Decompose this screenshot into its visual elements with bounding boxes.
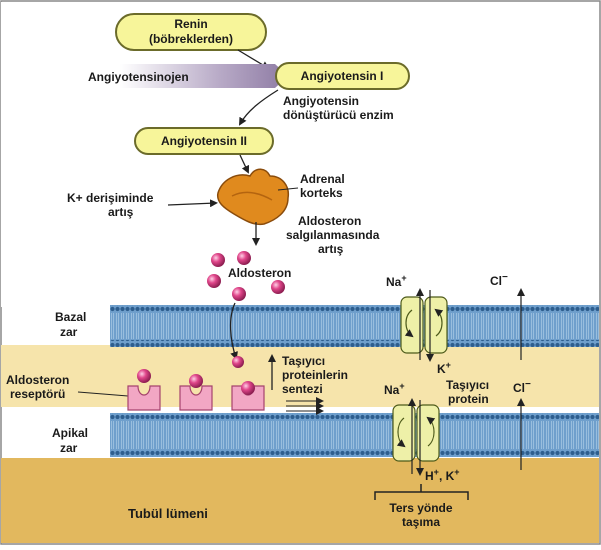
aldosterone-molecules bbox=[207, 251, 285, 301]
potassium-rise-line2: artış bbox=[108, 205, 134, 219]
antiport-label-line2: taşıma bbox=[402, 515, 440, 529]
adrenal-gland bbox=[216, 168, 290, 226]
aldosterone-ball bbox=[237, 251, 251, 265]
na-mid-label: Na+ bbox=[384, 381, 405, 397]
angiotensin1-label: Angiyotensin I bbox=[301, 69, 384, 83]
receptor-pointer bbox=[77, 391, 129, 397]
tubule-lumen-label: Tubül lümeni bbox=[128, 506, 208, 521]
apical-membrane bbox=[110, 413, 599, 457]
potassium-arrow bbox=[167, 199, 218, 208]
cl-top-label: Cl− bbox=[490, 272, 508, 288]
aldo-secretion-line3: artış bbox=[318, 242, 344, 256]
adrenal-pointer bbox=[277, 187, 299, 191]
receptor bbox=[179, 374, 213, 411]
k-plus-label: K+ bbox=[437, 360, 451, 376]
renin-label: Renin bbox=[174, 17, 207, 31]
aldosterone-ball bbox=[232, 356, 244, 368]
apical-channel bbox=[392, 404, 440, 462]
carrier-label-line1: Taşıyıcı bbox=[446, 378, 489, 392]
aldosterone-label: Aldosteron bbox=[228, 266, 291, 280]
interstitial-region bbox=[1, 2, 599, 307]
receptor-label-line1: Aldosteron bbox=[6, 373, 69, 387]
ace-label-line1: Angiyotensin bbox=[283, 94, 359, 108]
adrenal-label-line2: korteks bbox=[300, 186, 343, 200]
aldo-secretion-line2: salgılanmasında bbox=[286, 228, 380, 242]
aldosterone-receptors bbox=[127, 369, 265, 411]
conversion-arrow bbox=[120, 64, 288, 88]
synthesis-label-line1: Taşıyıcı bbox=[282, 354, 325, 368]
angiotensin2-label: Angiyotensin II bbox=[161, 134, 247, 148]
cytoplasm-region bbox=[1, 345, 599, 407]
synthesis-label-line3: sentezi bbox=[282, 382, 323, 396]
aldosterone-ball bbox=[271, 280, 285, 294]
angiotensin2-box: Angiyotensin II bbox=[134, 127, 274, 155]
synthesis-label-line2: proteinlerin bbox=[282, 368, 348, 382]
aldo-secretion-line1: Aldosteron bbox=[298, 214, 361, 228]
ace-arrow bbox=[239, 89, 279, 126]
hk-label: H+, K+ bbox=[425, 467, 460, 483]
aldosterone-ball bbox=[232, 287, 246, 301]
adrenal-label-line1: Adrenal bbox=[300, 172, 345, 186]
apical-label-line2: zar bbox=[60, 441, 78, 455]
receptor-label-line2: reseptörü bbox=[10, 387, 65, 401]
angiotensin1-box: Angiyotensin I bbox=[275, 62, 410, 90]
aldosterone-ball bbox=[211, 253, 225, 267]
potassium-rise-line1: K+ derişiminde bbox=[67, 191, 154, 205]
apical-label-line1: Apikal bbox=[52, 426, 88, 440]
renin-source-label: (böbreklerden) bbox=[149, 32, 233, 46]
basal-label-line2: zar bbox=[60, 325, 78, 339]
entry-arrow bbox=[229, 302, 238, 360]
ace-label-line2: dönüştürücü enzim bbox=[283, 108, 394, 122]
renin-box: Renin (böbreklerden) bbox=[115, 13, 267, 51]
synthesis-right-arrows bbox=[286, 397, 324, 415]
basal-membrane bbox=[110, 305, 599, 347]
angiotensinogen-label: Angiyotensinojen bbox=[88, 70, 189, 84]
receptor bbox=[231, 381, 265, 411]
na-top-label: Na+ bbox=[386, 273, 407, 289]
antiport-label-line1: Ters yönde bbox=[389, 501, 452, 515]
lumen-region bbox=[1, 458, 599, 543]
angiotensin2-arrow bbox=[239, 154, 250, 174]
receptor bbox=[127, 369, 161, 411]
aldosterone-ball bbox=[207, 274, 221, 288]
basal-label-line1: Bazal bbox=[55, 310, 86, 324]
carrier-label-line2: protein bbox=[448, 392, 489, 406]
cl-mid-label: Cl− bbox=[513, 379, 531, 395]
